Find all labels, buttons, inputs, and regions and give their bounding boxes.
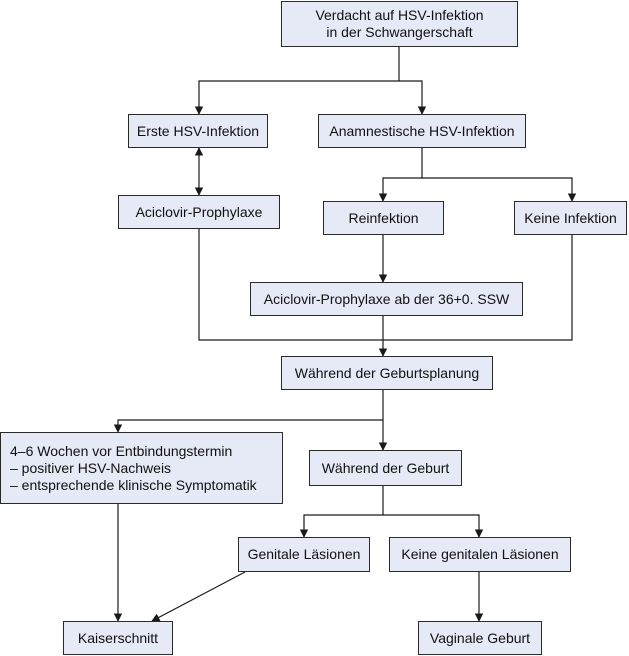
node-vaginal-birth: Vaginale Geburt — [418, 621, 542, 655]
node-weeks-before-line-3: – entsprechende klinische Symptomatik — [10, 476, 257, 493]
node-prophylaxis: Aciclovir-Prophylaxe — [118, 195, 280, 229]
node-weeks-before: 4–6 Wochen vor Entbindungstermin – posit… — [0, 432, 283, 504]
node-genital-lesions: Genitale Läsionen — [238, 537, 370, 572]
edge-anamnestic-to-no-infection — [422, 177, 577, 202]
node-cesarean-label: Kaiserschnitt — [77, 629, 159, 646]
edge-anamnestic-to-reinfection — [378, 148, 423, 202]
edge-suspicion-to-anamnestic — [399, 80, 427, 115]
edge-birth-planning-to-weeks-before — [113, 390, 384, 433]
node-suspicion: Verdacht auf HSV-Infektion in der Schwan… — [281, 1, 518, 47]
edge-during-birth-to-no-genital-lesions — [383, 514, 484, 538]
node-reinfection: Reinfektion — [323, 201, 444, 235]
node-during-birth-label: Während der Geburt — [321, 459, 450, 476]
node-birth-planning-label: Während der Geburtsplanung — [294, 364, 480, 381]
node-birth-planning: Während der Geburtsplanung — [281, 356, 493, 390]
node-weeks-before-line-2: – positiver HSV-Nachweis — [10, 459, 172, 476]
node-prophylaxis-36-label: Aciclovir-Prophylaxe ab der 36+0. SSW — [263, 290, 510, 307]
node-cesarean: Kaiserschnitt — [63, 621, 173, 655]
node-suspicion-line-2: in der Schwangerschaft — [326, 24, 473, 40]
node-no-infection-label: Keine Infektion — [524, 209, 617, 226]
node-anamnestic-label: Anamnestische HSV-Infektion — [329, 122, 515, 139]
node-vaginal-birth-label: Vaginale Geburt — [429, 629, 531, 646]
edge-prophylaxis-to-birth-planning — [198, 229, 383, 341]
node-no-infection: Keine Infektion — [514, 201, 627, 235]
edge-suspicion-to-first-infection — [194, 47, 400, 115]
node-prophylaxis-36: Aciclovir-Prophylaxe ab der 36+0. SSW — [250, 282, 523, 316]
node-first-infection: Erste HSV-Infektion — [128, 114, 268, 148]
node-no-genital-lesions-label: Keine genitalen Läsionen — [401, 546, 559, 562]
node-weeks-before-line-1: 4–6 Wochen vor Entbindungstermin — [10, 442, 233, 459]
node-suspicion-line-1: Verdacht auf HSV-Infektion — [315, 7, 484, 23]
edge-no-infection-to-birth-planning — [383, 235, 573, 341]
node-prophylaxis-label: Aciclovir-Prophylaxe — [135, 203, 263, 220]
edge-during-birth-to-genital-lesions — [299, 486, 384, 538]
edge-genital-lesions-to-cesarean — [151, 571, 246, 622]
node-no-genital-lesions: Keine genitalen Läsionen — [389, 537, 571, 572]
node-first-infection-label: Erste HSV-Infektion — [136, 122, 260, 139]
node-reinfection-label: Reinfektion — [348, 209, 419, 226]
node-during-birth: Während der Geburt — [309, 450, 462, 486]
node-anamnestic: Anamnestische HSV-Infektion — [318, 114, 526, 148]
node-genital-lesions-label: Genitale Läsionen — [247, 546, 361, 562]
